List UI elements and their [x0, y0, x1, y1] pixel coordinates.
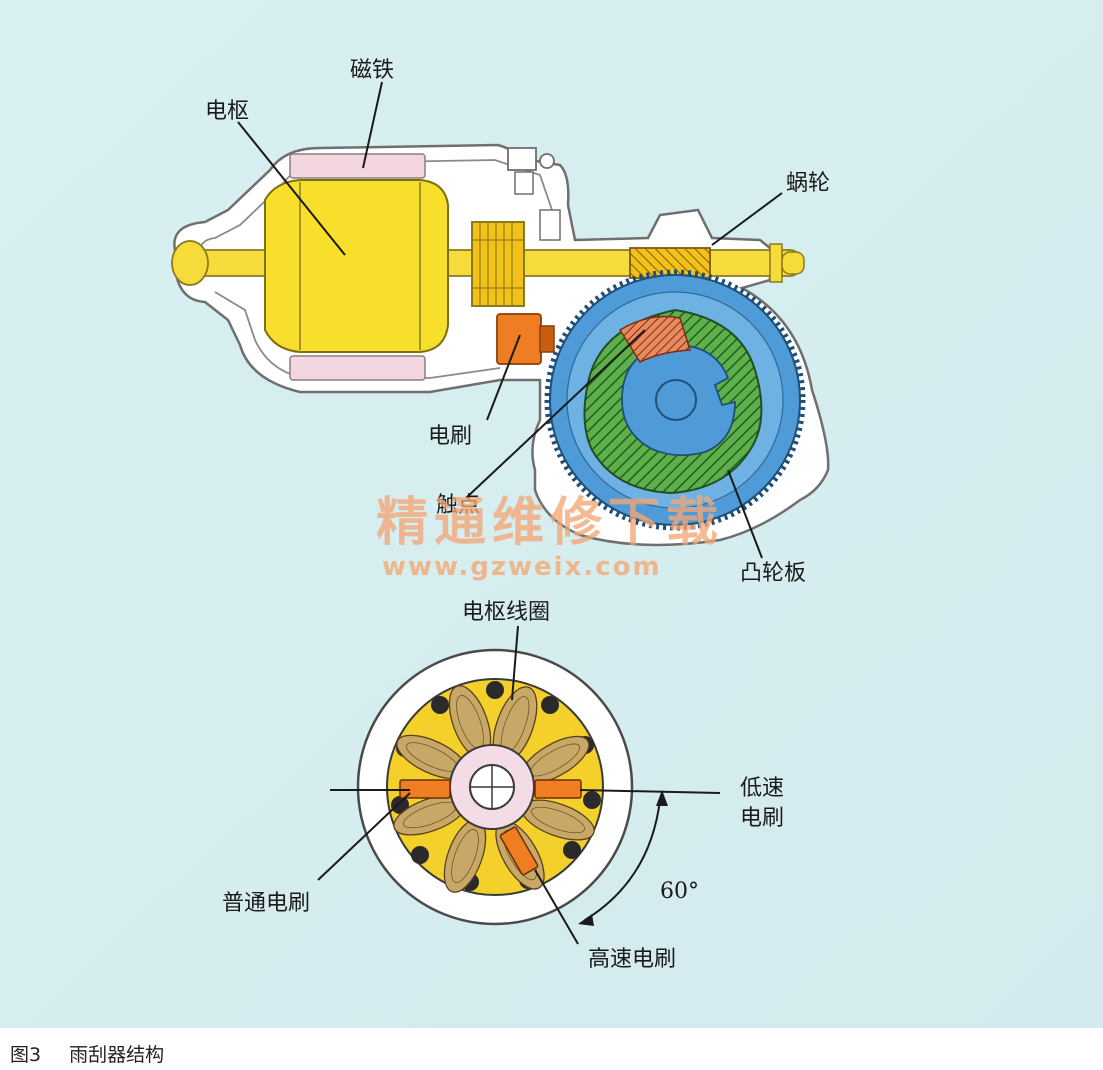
- magnet-bottom: [289, 355, 426, 381]
- magnet-top: [289, 153, 426, 179]
- label-high-speed-brush: 高速电刷: [588, 947, 676, 972]
- leader-lines-bottom: [317, 625, 721, 945]
- leader-lines-top: [237, 81, 783, 559]
- label-brush: 电刷: [428, 424, 472, 449]
- terminal-bracket: [507, 147, 561, 241]
- label-low-speed-1: 低速: [740, 776, 784, 801]
- caption-number: 图3: [10, 1044, 42, 1066]
- label-low-speed-2: 电刷: [740, 806, 784, 831]
- watermark-url: www.gzweix.com: [382, 552, 662, 582]
- armature: [264, 179, 449, 353]
- label-cam-plate: 凸轮板: [740, 561, 806, 586]
- caption-title: 雨刮器结构: [69, 1044, 165, 1066]
- high-speed-brush: [499, 826, 539, 876]
- contact: [618, 315, 691, 363]
- motor-assembly: [171, 143, 830, 547]
- low-speed-brush: [534, 779, 582, 799]
- figure-caption: 图3 雨刮器结构: [10, 1040, 164, 1067]
- worm-gear: [544, 269, 806, 531]
- label-common-brush: 普通电刷: [222, 891, 310, 916]
- label-armature-coil: 电枢线圈: [462, 600, 550, 625]
- commutator: [471, 221, 525, 307]
- watermark-title: 精通维修下载: [376, 493, 724, 553]
- label-magnet: 磁铁: [350, 58, 394, 83]
- label-contact: 触点: [436, 493, 480, 518]
- armature-coil: [393, 685, 595, 893]
- label-armature: 电枢: [205, 99, 249, 124]
- label-angle: 60°: [660, 879, 699, 904]
- label-worm-gear: 蜗轮: [786, 171, 830, 196]
- armature-end-view: [356, 648, 634, 926]
- wiper-diagram: 磁铁 电枢 蜗轮 电刷 触点 凸轮板 精通维修下载 www.gzweix.com: [0, 0, 1103, 1028]
